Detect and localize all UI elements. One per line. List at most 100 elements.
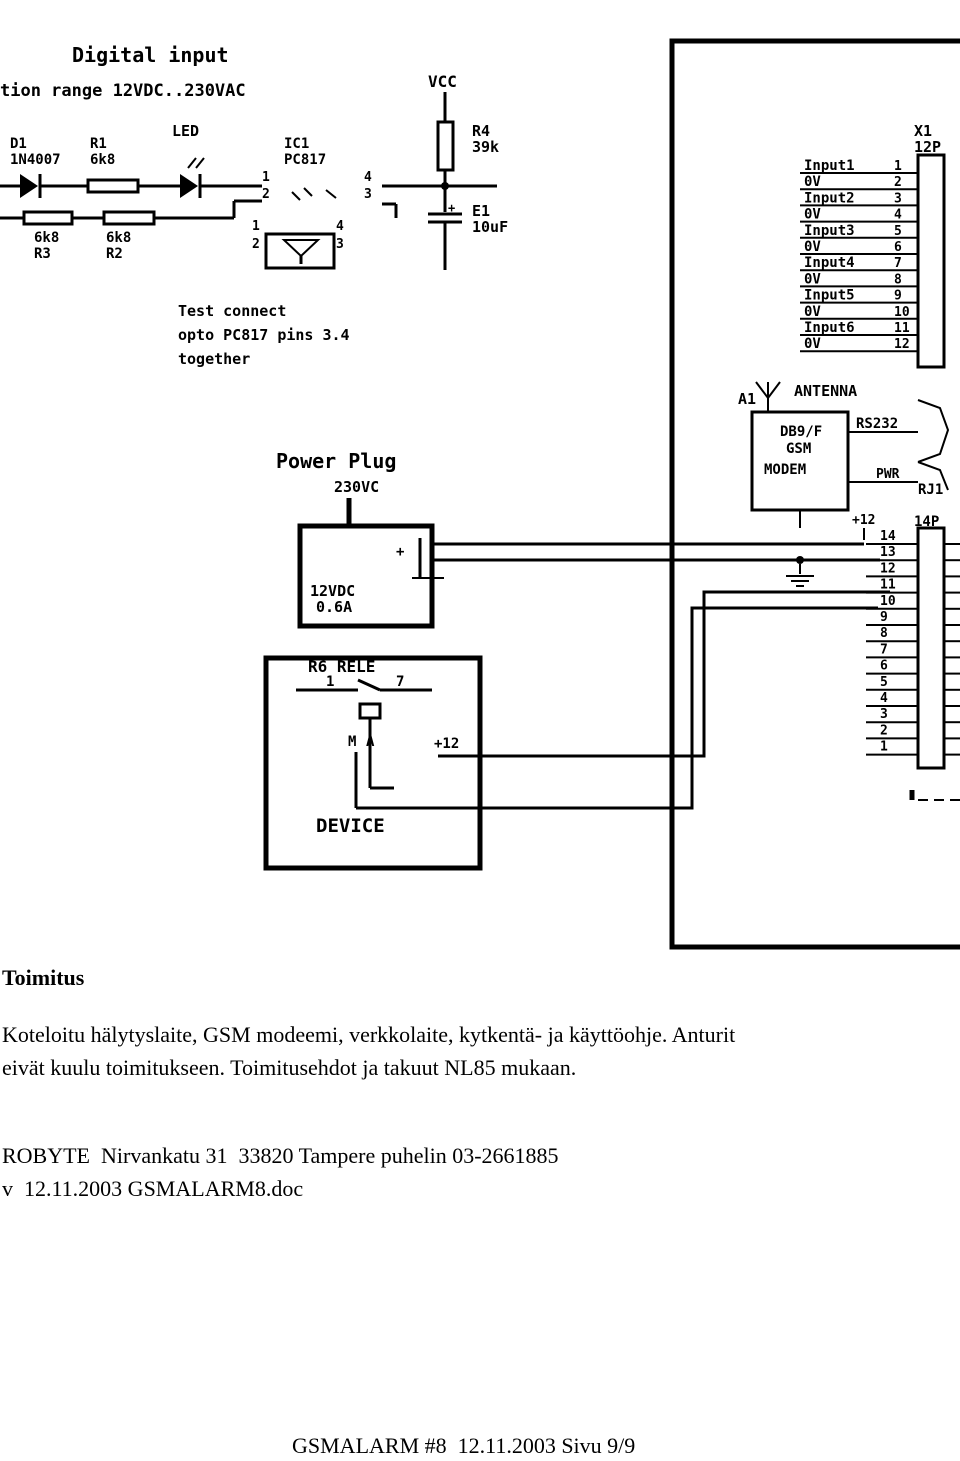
connector-14p-pin-number: 6 xyxy=(880,659,888,674)
connector-14p-pin-number: 13 xyxy=(880,545,896,560)
connector-14p-pin-number: 7 xyxy=(880,642,888,657)
led-diode-icon xyxy=(180,174,198,198)
svg-text:6k8: 6k8 xyxy=(34,230,59,246)
svg-text:1: 1 xyxy=(252,219,260,234)
connector-14p-pin-number: 14 xyxy=(880,529,896,544)
svg-text:4: 4 xyxy=(364,170,372,185)
x1-label: Input6 xyxy=(804,320,855,336)
connector-14p-pin-number: 12 xyxy=(880,561,896,576)
r3-resistor xyxy=(22,210,74,226)
vcc-label: VCC xyxy=(428,72,457,91)
x1-pin-number: 5 xyxy=(894,224,902,239)
x1-pin-number: 7 xyxy=(894,256,902,271)
relay-switch-icon xyxy=(357,678,381,692)
d1-ref: D1 xyxy=(10,136,27,152)
x1-pin-number: 4 xyxy=(894,208,902,223)
power-output-current: 0.6A xyxy=(316,598,352,616)
x1-ref: X1 xyxy=(914,122,932,140)
section-heading: Toimitus xyxy=(2,965,85,990)
r4-resistor xyxy=(436,120,455,172)
connector-14p-pin-number: 11 xyxy=(880,578,896,593)
test-note-line2: opto PC817 pins 3.4 xyxy=(178,326,350,344)
svg-text:4: 4 xyxy=(336,219,344,234)
x1-type: 12P xyxy=(914,138,941,156)
d1-value: 1N4007 xyxy=(10,152,61,168)
ic1-value: PC817 xyxy=(284,152,326,168)
connector-14p-body xyxy=(916,526,946,770)
svg-text:R3: R3 xyxy=(34,246,51,262)
power-plug-input: 230VC xyxy=(334,478,379,496)
description-line-1: Koteloitu hälytyslaite, GSM modeemi, ver… xyxy=(2,1022,736,1047)
x1-label: Input4 xyxy=(804,255,855,271)
x1-label: 0V xyxy=(804,271,821,287)
test-note-line3: together xyxy=(178,350,250,368)
x1-pin-number: 9 xyxy=(894,289,902,304)
svg-text:R2: R2 xyxy=(106,246,123,262)
version-line: v 12.11.2003 GSMALARM8.doc xyxy=(2,1176,304,1201)
connector-14p-pin-number: 9 xyxy=(880,610,888,625)
svg-text:RJ1: RJ1 xyxy=(918,482,943,498)
x1-pin-number: 2 xyxy=(894,175,902,190)
svg-text:2: 2 xyxy=(262,187,270,202)
enclosure-outline xyxy=(669,38,960,950)
connector-14p-pin-number: 1 xyxy=(880,740,888,755)
svg-text:DB9/F: DB9/F xyxy=(780,424,822,440)
page-footer: GSMALARM #8 12.11.2003 Sivu 9/9 xyxy=(292,1433,636,1458)
ic1-ref: IC1 xyxy=(284,136,309,152)
relay-label: R6 RELE xyxy=(308,657,375,676)
svg-text:M: M xyxy=(348,734,356,750)
power-plug-box xyxy=(297,523,435,629)
r2-resistor xyxy=(102,210,156,226)
connector-14p-pin-number: 4 xyxy=(880,691,888,706)
x1-label: 0V xyxy=(804,239,821,255)
svg-text:1: 1 xyxy=(262,170,270,185)
led-label: LED xyxy=(172,122,199,140)
x1-label: Input3 xyxy=(804,223,855,239)
x1-pin-number: 8 xyxy=(894,272,902,287)
x1-label: Input5 xyxy=(804,288,855,304)
svg-text:+: + xyxy=(396,544,404,560)
x1-pin-number: 10 xyxy=(894,305,910,320)
circuit-schematic: Digital input tion range 12VDC..230VAC V… xyxy=(0,38,960,950)
svg-text:PWR: PWR xyxy=(876,467,900,482)
svg-text:6k8: 6k8 xyxy=(106,230,131,246)
digital-input-title: Digital input xyxy=(72,43,229,67)
test-connect-box xyxy=(264,232,336,270)
antenna-ref: A1 xyxy=(738,390,756,408)
r1-resistor xyxy=(86,178,140,194)
connector-14p-pin-number: 3 xyxy=(880,707,888,722)
test-note-line1: Test connect xyxy=(178,302,286,320)
x1-label: 0V xyxy=(804,304,821,320)
svg-text:2: 2 xyxy=(252,237,260,252)
x1-label: 0V xyxy=(804,336,821,352)
x1-pin-number: 11 xyxy=(894,321,910,336)
svg-text:+12: +12 xyxy=(852,513,875,528)
r4-value: 39k xyxy=(472,138,499,156)
device-box xyxy=(263,655,483,871)
x1-label: Input2 xyxy=(804,190,855,206)
r4-ref: R4 xyxy=(472,122,490,140)
device-title: DEVICE xyxy=(316,815,385,837)
connector-14p-pin-number: 10 xyxy=(880,594,896,609)
svg-text:+12: +12 xyxy=(434,736,459,752)
svg-text:3: 3 xyxy=(364,187,372,202)
svg-text:MODEM: MODEM xyxy=(764,462,806,478)
svg-text:3: 3 xyxy=(336,237,344,252)
description-line-2: eivät kuulu toimitukseen. Toimitusehdot … xyxy=(2,1055,577,1080)
x1-pin-number: 3 xyxy=(894,191,902,206)
company-contact-line: ROBYTE Nirvankatu 31 33820 Tampere puhel… xyxy=(2,1143,559,1168)
x1-label: Input1 xyxy=(804,158,855,174)
svg-text:7: 7 xyxy=(396,674,404,690)
x1-label: 0V xyxy=(804,174,821,190)
x1-label: 0V xyxy=(804,207,821,223)
e1-ref: E1 xyxy=(472,202,490,220)
svg-text:RS232: RS232 xyxy=(856,416,898,432)
svg-text:14P: 14P xyxy=(914,514,939,530)
r1-ref: R1 xyxy=(90,136,107,152)
d1-diode-icon xyxy=(20,174,38,198)
x1-pin-number: 12 xyxy=(894,337,910,352)
e1-plus: + xyxy=(448,201,455,215)
connector-14p-pin-number: 2 xyxy=(880,723,888,738)
